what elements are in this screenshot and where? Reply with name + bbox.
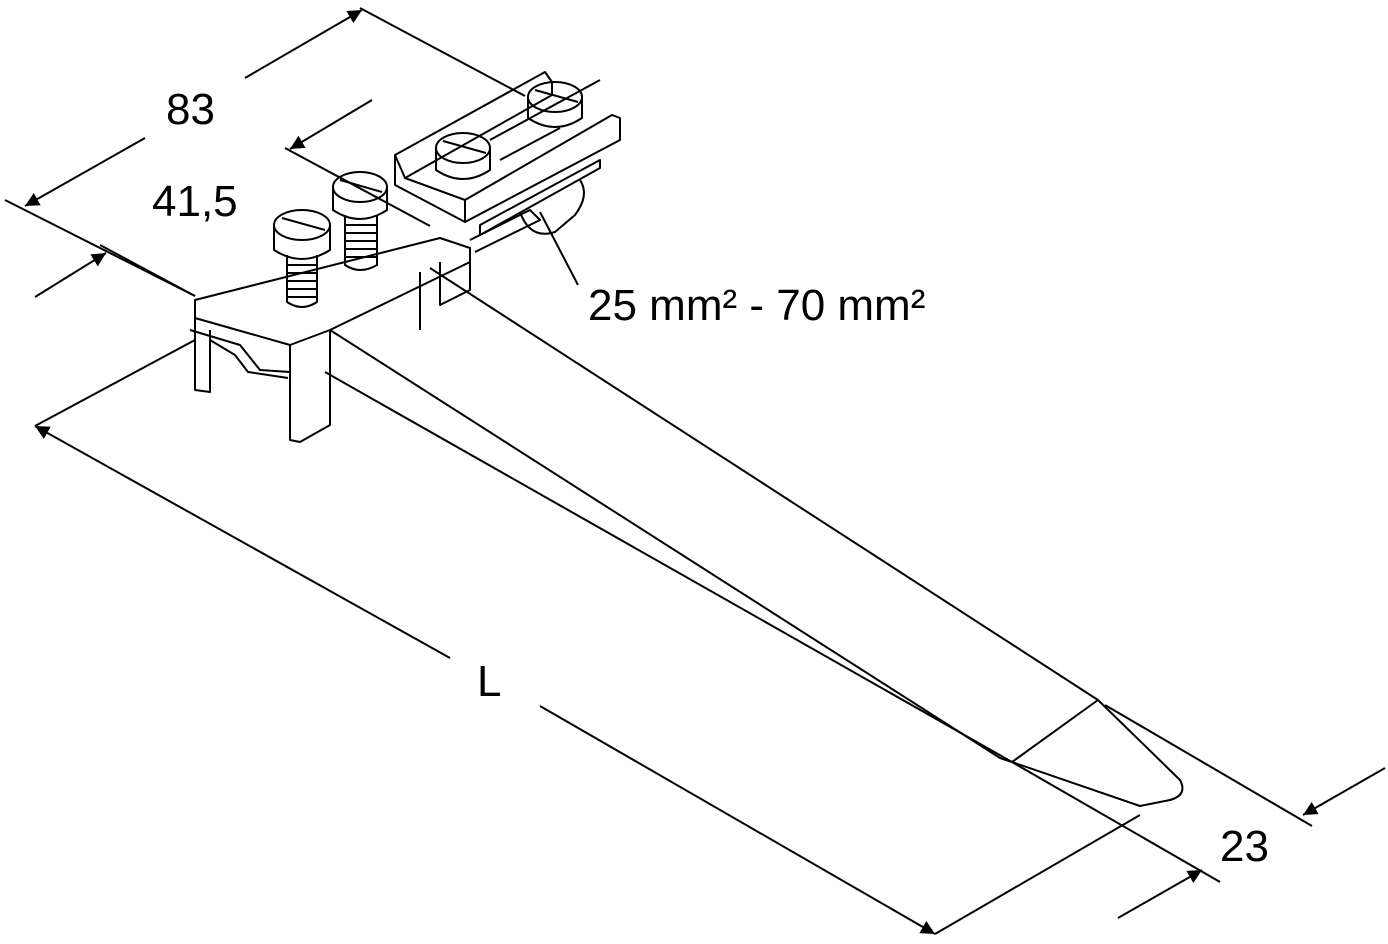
cross-section-label: 25 mm² - 70 mm² bbox=[588, 281, 926, 330]
clamp-body bbox=[189, 209, 541, 443]
screw-4 bbox=[527, 81, 583, 128]
dimension-length bbox=[34, 339, 1141, 935]
screw-3 bbox=[435, 132, 491, 180]
dimension-label-83: 83 bbox=[166, 85, 215, 134]
dimension-23 bbox=[1011, 704, 1386, 919]
screw-1 bbox=[273, 209, 331, 308]
dimension-83 bbox=[4, 7, 526, 297]
dimension-label-length: L bbox=[477, 657, 502, 706]
cross-section-leader bbox=[539, 211, 579, 286]
dimension-label-41-5: 41,5 bbox=[152, 177, 238, 226]
dimension-label-23: 23 bbox=[1220, 822, 1269, 871]
cable-saddle bbox=[394, 71, 621, 236]
earth-rod-blade bbox=[324, 267, 1184, 807]
dimension-41-5 bbox=[34, 99, 431, 298]
screw-2 bbox=[332, 171, 388, 271]
